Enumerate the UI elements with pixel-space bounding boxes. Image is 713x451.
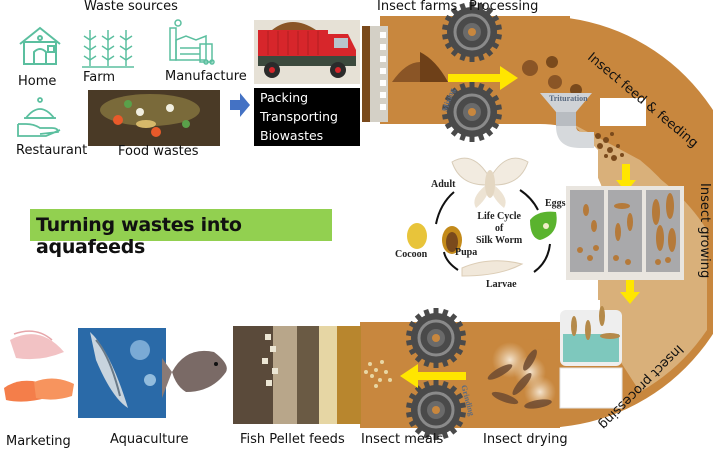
cycle-arrow — [443, 251, 459, 271]
truck-illustration — [254, 20, 360, 84]
life-cycle-line: Life Cycle — [477, 211, 521, 222]
blank-label-box — [600, 98, 646, 126]
processing-tank — [559, 306, 623, 409]
machine-label-trituration: Trituration — [549, 94, 588, 103]
stage-label-growing: Insect growing — [697, 183, 712, 279]
life-cycle-line: Silk Worm — [476, 235, 523, 246]
cloche-hand-icon — [17, 97, 61, 137]
stage-label-insect-farms: Insect farms — [377, 0, 458, 14]
life-cycle-pupa: Pupa — [455, 247, 478, 258]
food-wastes-label: Food wastes — [118, 144, 199, 159]
life-cycle-eggs: Eggs — [545, 198, 566, 209]
factory-icon — [169, 19, 215, 65]
arrow-left-icon — [400, 364, 466, 388]
arrow-down-icon — [620, 280, 640, 304]
silkworm-life-cycle — [407, 157, 557, 277]
house-icon — [19, 26, 61, 65]
page-title: Turning wastes into aquafeeds — [36, 214, 242, 258]
source-label-home: Home — [18, 74, 57, 89]
life-cycle-adult: Adult — [431, 179, 456, 190]
insect-drying — [487, 342, 556, 409]
stage-label-aquaculture: Aquaculture — [110, 432, 189, 447]
cycle-arrow — [519, 189, 539, 211]
stage-label-pellet-feeds: Fish Pellet feeds — [240, 432, 345, 447]
cycle-arrow — [435, 191, 455, 225]
growing-bins — [566, 186, 684, 280]
cycle-arrow — [533, 243, 551, 273]
life-cycle-larvae: Larvae — [486, 279, 517, 290]
arrow-down-icon — [616, 164, 636, 192]
food-wastes-photo — [88, 90, 220, 146]
stage-label-processing: Processing — [469, 0, 539, 14]
transport-line: Transporting — [260, 109, 338, 124]
cocoon-icon — [407, 223, 427, 249]
life-cycle-center: Life Cycle of Silk Worm — [476, 211, 522, 247]
life-cycle-line: of — [494, 223, 504, 234]
tilapia-fish-icon — [162, 350, 227, 398]
life-cycle-cocoon: Cocoon — [395, 249, 428, 260]
fish-fillets-icon — [4, 330, 74, 402]
feed-crumbs — [595, 132, 624, 161]
waste-sources-heading: Waste sources — [84, 0, 178, 14]
larva-icon — [461, 260, 524, 277]
stage-label-drying: Insect drying — [483, 432, 568, 447]
source-label-restaurant: Restaurant — [16, 143, 88, 158]
stage-label-marketing: Marketing — [6, 434, 71, 449]
arrow-right-icon — [448, 66, 518, 90]
moth-icon — [451, 157, 529, 208]
source-label-farm: Farm — [83, 70, 116, 85]
transport-box: Packing Transporting Biowastes — [254, 88, 360, 146]
pellet-feeds-photo — [233, 326, 361, 424]
pile-shadow — [420, 52, 448, 82]
arrow-right-icon — [230, 93, 250, 117]
title-banner: Turning wastes into aquafeeds — [30, 209, 332, 258]
crops-icon — [82, 30, 134, 68]
insect-meal-powder — [364, 360, 392, 388]
stage-label-meals: Insect meals — [361, 432, 444, 447]
farm-gate — [362, 26, 388, 122]
transport-line: Packing — [260, 90, 309, 105]
aquaculture-photo — [78, 328, 166, 418]
transport-line: Biowastes — [260, 128, 324, 143]
source-label-manufacture: Manufacture — [165, 69, 247, 84]
trituration-machine — [540, 93, 594, 148]
